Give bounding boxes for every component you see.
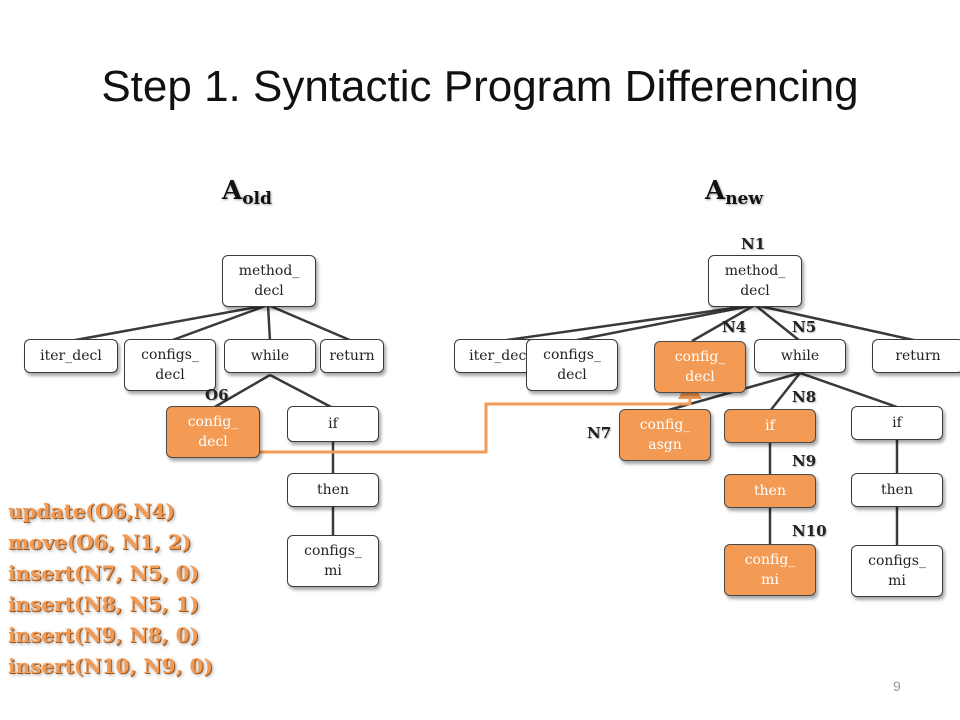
new-tree-label: Anew <box>705 176 763 209</box>
new-node-if1: if <box>724 409 816 443</box>
old-edge-while-if <box>269 373 334 410</box>
new-edge-while-if2 <box>799 371 898 409</box>
label-n8: N8 <box>792 388 817 406</box>
page-number: 9 <box>893 678 901 694</box>
edit-operation: insert(N8, N5, 1) <box>8 592 199 616</box>
old-node-while: while <box>224 339 316 373</box>
old-node-config-decl: config_decl <box>166 406 260 458</box>
edit-operation: insert(N7, N5, 0) <box>8 561 199 585</box>
old-node-method-decl: method_decl <box>222 255 316 307</box>
new-node-config-mi: config_mi <box>724 544 816 596</box>
old-node-if: if <box>287 406 379 442</box>
new-edge-method-config <box>691 303 756 343</box>
old-node-configs-mi: configs_mi <box>287 535 379 587</box>
new-node-method-decl: method_decl <box>708 255 802 307</box>
label-n10: N10 <box>792 522 827 540</box>
new-node-configs-decl: configs_decl <box>526 339 618 391</box>
move-arrow <box>260 378 702 454</box>
label-o6: O6 <box>205 386 229 404</box>
new-node-return: return <box>872 339 960 373</box>
old-edge-method-iter <box>69 303 269 343</box>
old-node-return: return <box>320 339 384 373</box>
old-edge-method-while <box>266 304 272 342</box>
new-edge-method-while <box>754 304 801 342</box>
edit-operation: update(O6,N4) <box>8 499 175 523</box>
label-n7: N7 <box>587 424 612 442</box>
old-node-then: then <box>287 473 379 507</box>
new-edge-method-return <box>754 303 919 343</box>
new-edge-while-if1 <box>769 372 801 412</box>
old-edge-method-configs <box>169 303 269 343</box>
edit-operation: insert(N10, N9, 0) <box>8 654 213 678</box>
label-n4: N4 <box>722 318 747 336</box>
new-node-then2: then <box>851 473 943 507</box>
new-node-configs-mi: configs_mi <box>851 545 943 597</box>
label-n5: N5 <box>792 318 817 336</box>
old-edge-while-config <box>212 373 271 410</box>
old-node-configs-decl: configs_decl <box>124 339 216 391</box>
edit-operation: insert(N9, N8, 0) <box>8 623 199 647</box>
new-node-while: while <box>754 339 846 373</box>
label-n9: N9 <box>792 452 817 470</box>
old-edge-method-return <box>267 303 353 343</box>
new-node-config-asgn: config_asgn <box>619 409 711 461</box>
old-node-iter-decl: iter_decl <box>24 339 118 373</box>
new-edge-method-configs <box>571 303 756 343</box>
old-tree-label: Aold <box>222 176 272 209</box>
slide-title: Step 1. Syntactic Program Differencing <box>101 62 859 111</box>
new-node-config-decl: config_decl <box>654 341 746 393</box>
new-node-if2: if <box>851 406 943 440</box>
edit-operation: move(O6, N1, 2) <box>8 530 192 554</box>
label-n1: N1 <box>741 235 766 253</box>
new-edge-method-iter <box>499 303 756 343</box>
new-node-then1: then <box>724 474 816 508</box>
edit-script: update(O6,N4) move(O6, N1, 2) insert(N7,… <box>8 496 213 682</box>
